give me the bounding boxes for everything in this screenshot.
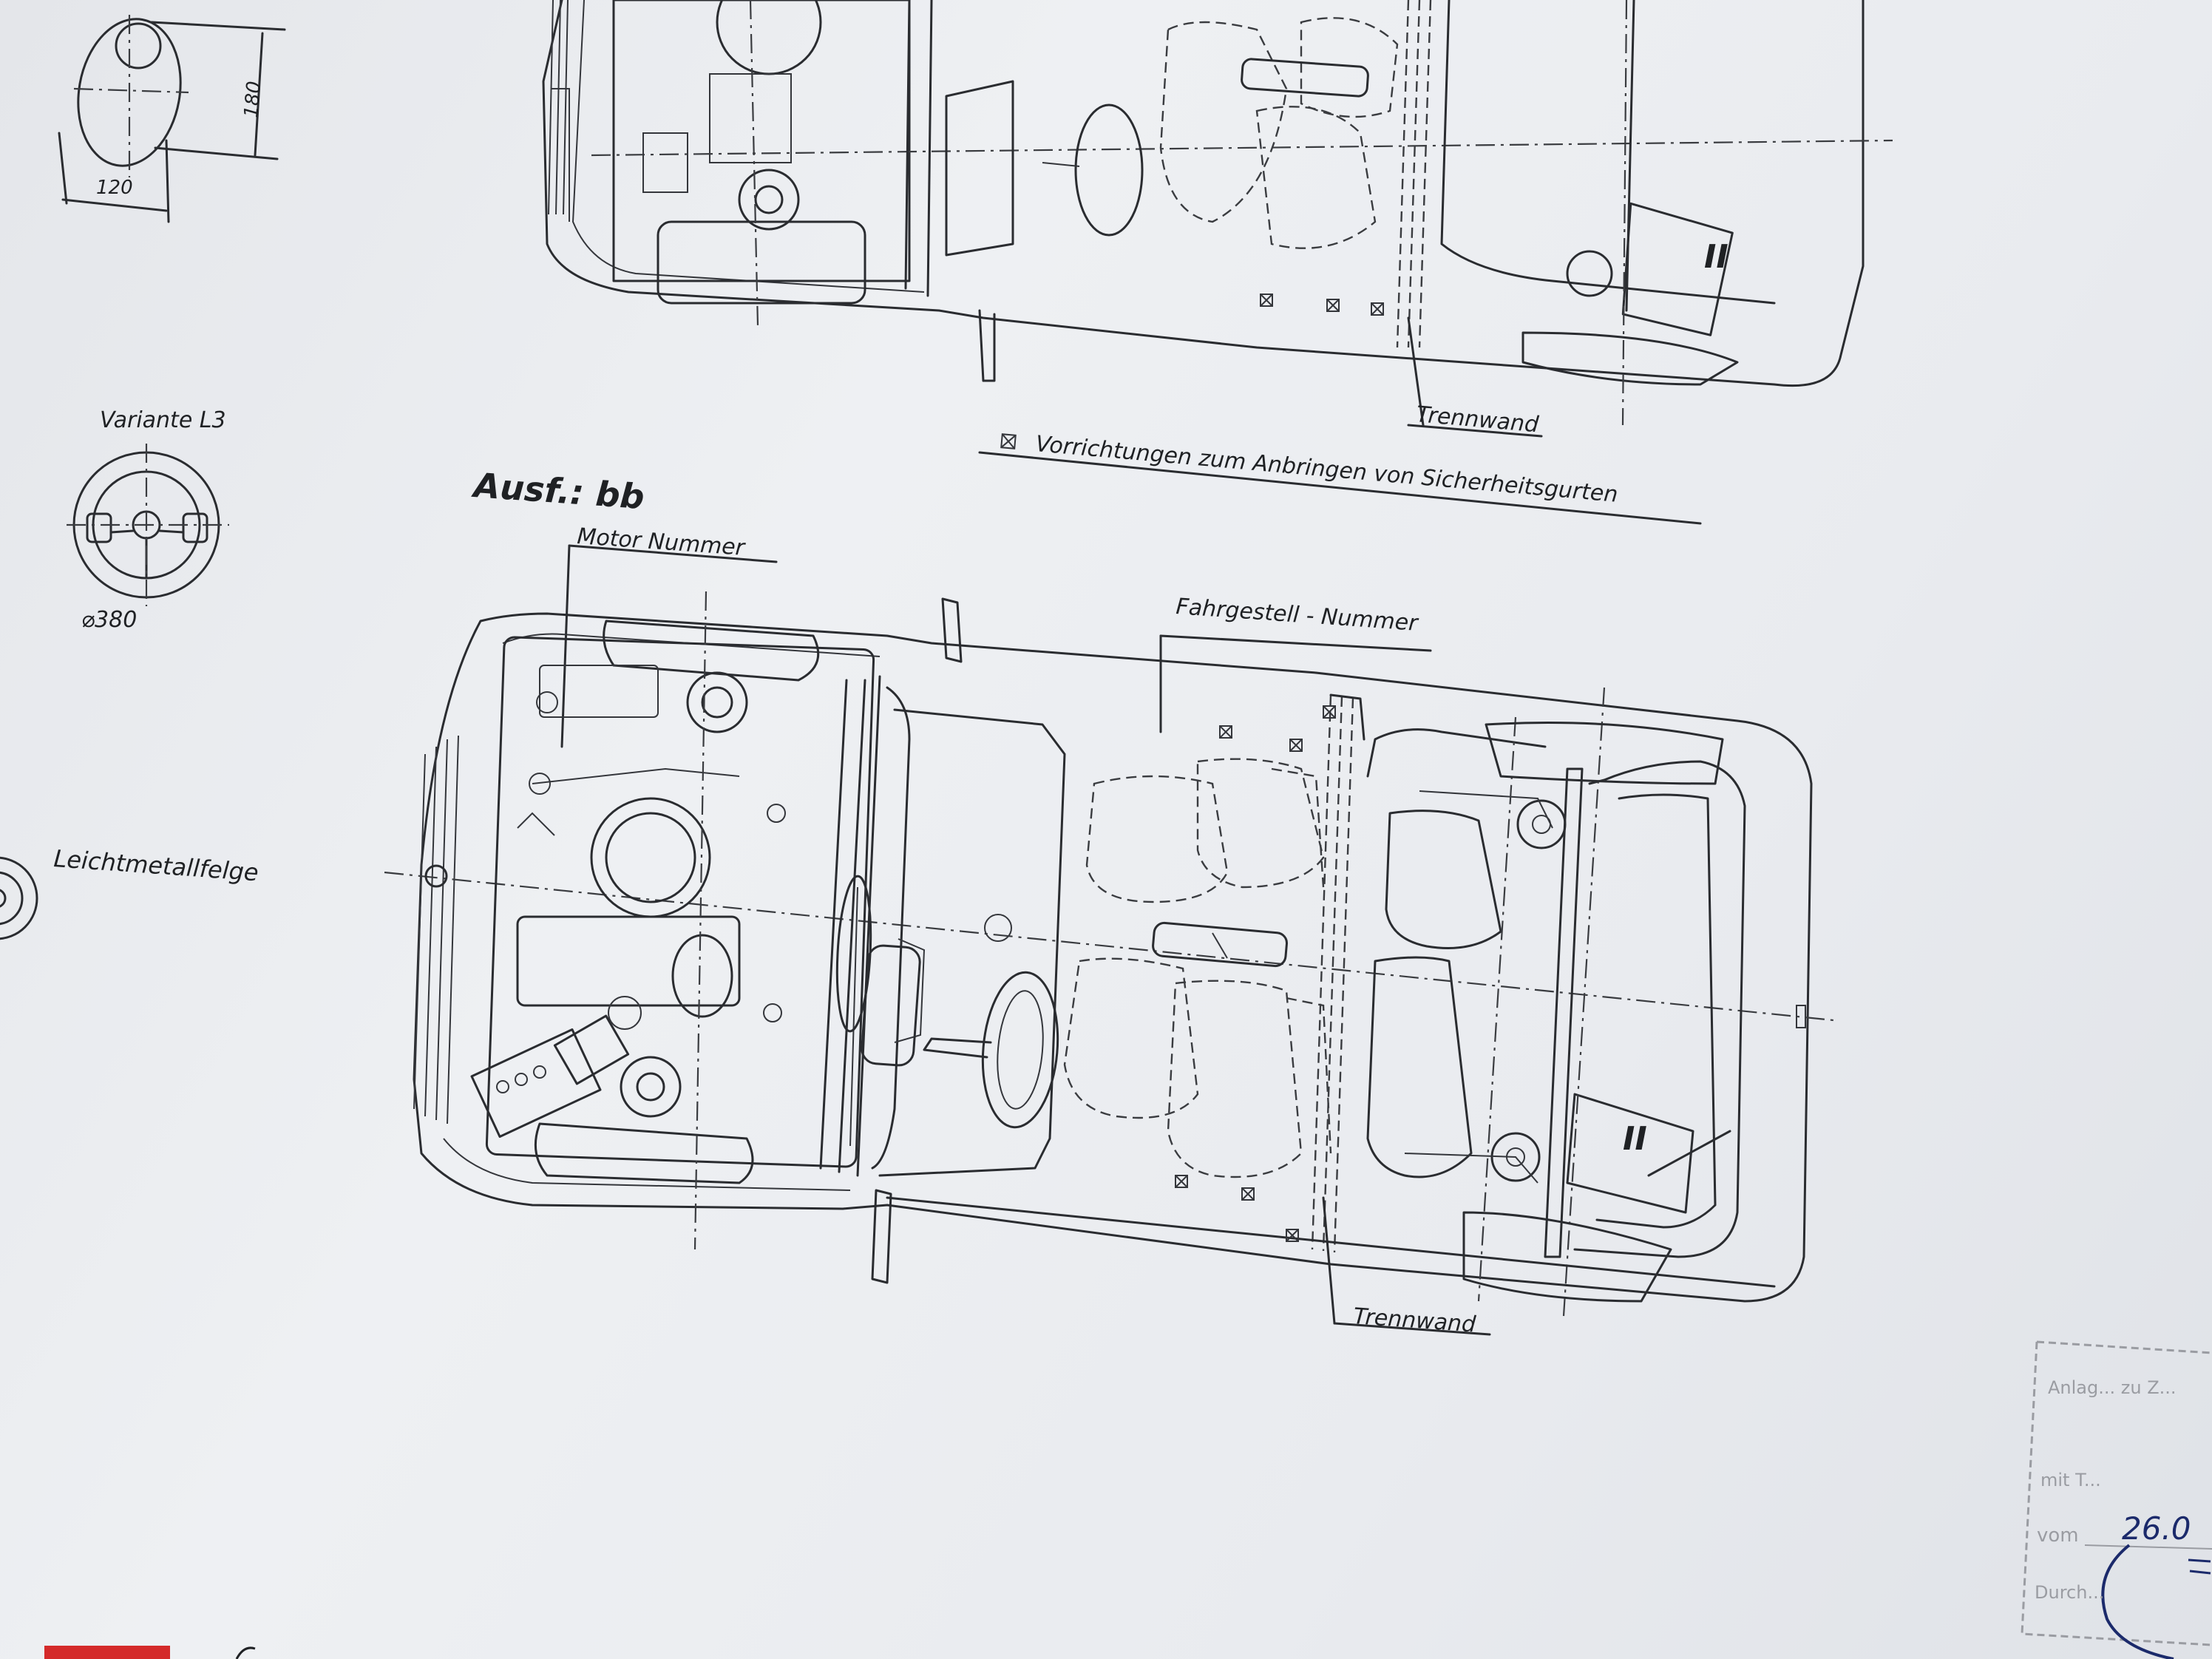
rear-mark-upper: II [1704,238,1728,276]
pen-stroke-bottom [235,1646,256,1659]
front-grille-lower [413,735,459,1124]
steering-diameter-label: ⌀380 [81,607,137,633]
variant-heading: Ausf.: bb [470,465,645,517]
stamp-line-1: Anlag... zu Z... [2048,1377,2177,1398]
partition-label-lower: Trennwand [1352,1303,1477,1338]
red-edge-mark [44,1646,170,1659]
dim-width-label: 120 [96,177,133,199]
car-top-view-upper: II Trennwand [542,0,1893,438]
rear-mark-lower: II [1623,1120,1647,1158]
seatbelt-legend: Vorrichtungen zum Anbringen von Sicherhe… [978,431,1702,525]
front-grille-upper [548,0,569,215]
belt-markers-lower [1175,705,1336,1242]
stamp-line-4: Durch... [2035,1582,2104,1603]
steering-wheel-variant: Variante L3 ⌀380 [67,407,229,633]
stamp-line-2: mit T... [2040,1470,2101,1490]
oval-dimension-sketch: 180 120 [58,15,286,223]
dim-height-label: 180 [240,81,265,119]
steering-variant-label: Variante L3 [100,407,226,433]
car-top-view-lower: Ausf.: bb Motor Nummer Fahrgestell - Num… [384,465,1834,1338]
alloy-rim-label: Leichtmetallfelge [52,844,259,886]
stamp-date: 26.0 [2122,1510,2191,1547]
seatbelt-legend-text: Vorrichtungen zum Anbringen von Sicherhe… [1034,431,1619,508]
engine-number-label: Motor Nummer [576,523,746,561]
approval-stamp: Anlag... zu Z... mit T... vom 26.0 Durch… [2021,1340,2212,1659]
partition-label-upper: Trennwand [1415,401,1540,438]
belt-markers-upper [1260,294,1384,316]
chassis-number-label: Fahrgestell - Nummer [1175,594,1419,637]
stamp-line-3-label: vom [2037,1524,2079,1547]
alloy-rim: Leichtmetallfelge [0,844,259,940]
